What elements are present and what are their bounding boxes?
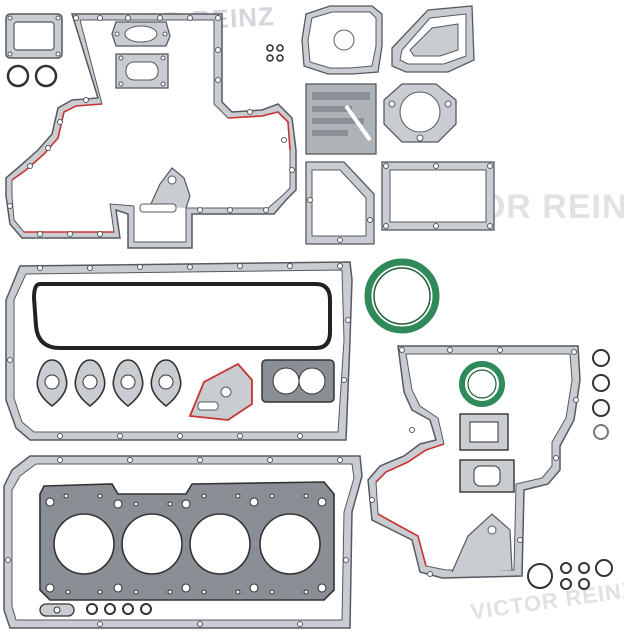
square-flange-gasket <box>5 13 63 59</box>
valve-cover-frame-gasket <box>5 261 353 441</box>
exhaust-flange-gasket <box>261 359 335 403</box>
o-rings-top-left <box>6 64 58 88</box>
cover-plate-gasket-top <box>301 5 383 75</box>
manifold-gaskets <box>36 359 182 408</box>
small-square-gasket-b <box>459 459 515 493</box>
timing-cover-gasket <box>5 13 297 249</box>
angled-plate-gasket <box>391 5 475 73</box>
small-parts-row <box>39 603 152 617</box>
o-rings-bottom-right <box>527 559 613 590</box>
round-flange-gasket <box>383 83 457 143</box>
small-square-gasket-a <box>459 413 509 451</box>
thermostat-gasket <box>115 53 169 89</box>
front-crank-seal <box>459 361 505 407</box>
o-rings-right-column <box>592 349 610 440</box>
side-cover-gasket-right <box>381 161 495 231</box>
printed-gasket-sheet <box>305 83 377 155</box>
water-pump-gasket <box>111 21 171 47</box>
side-cover-gasket-left <box>305 161 375 245</box>
red-bead-bracket-gasket <box>188 362 253 421</box>
rubber-valve-cover-seal <box>31 282 332 350</box>
cylinder-head-gasket <box>39 481 335 601</box>
large-crank-seal <box>364 258 440 334</box>
small-o-rings-cluster <box>266 44 284 62</box>
